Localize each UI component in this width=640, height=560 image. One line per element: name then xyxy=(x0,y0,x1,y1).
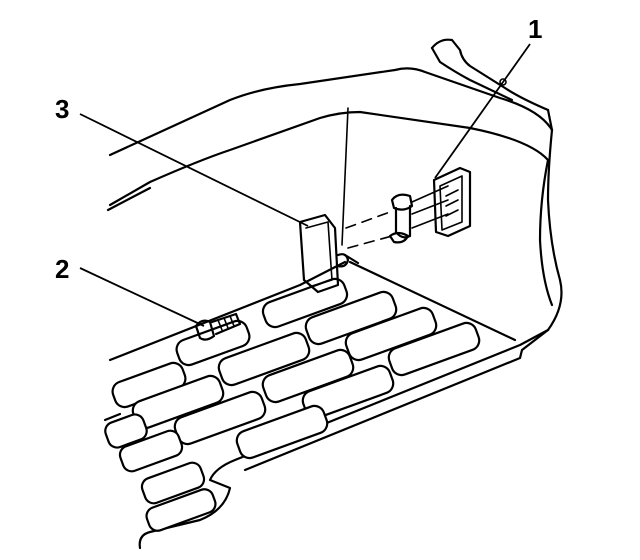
panel-outline xyxy=(103,67,563,550)
callout-3: 3 xyxy=(55,94,69,124)
retainer-clip-part xyxy=(298,213,350,294)
floor-ribs xyxy=(104,277,481,532)
leader-line-1 xyxy=(434,43,531,179)
leader-line-2 xyxy=(79,267,205,327)
callout-2: 2 xyxy=(55,254,69,284)
leader-line-3 xyxy=(79,113,309,227)
anchor-bracket-part xyxy=(388,166,472,244)
callout-1: 1 xyxy=(528,14,542,44)
alignment-lines xyxy=(341,107,393,249)
rear-lip xyxy=(430,38,554,132)
screw-part xyxy=(194,312,242,341)
